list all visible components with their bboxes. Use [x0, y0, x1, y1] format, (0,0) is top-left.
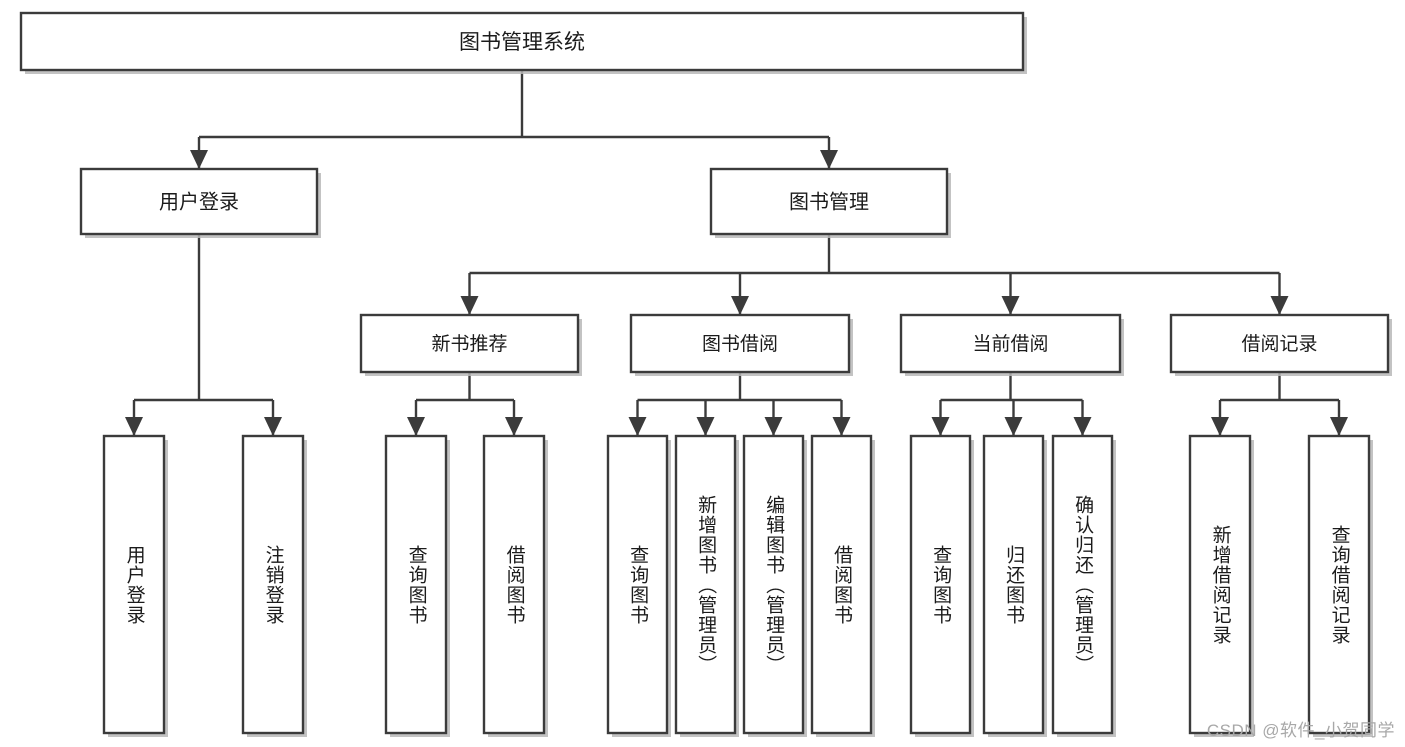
node-leaf-query-book-rec[interactable]	[384, 434, 450, 737]
node-user-login-label: 用户登录	[159, 191, 239, 214]
node-root[interactable]	[19, 11, 1027, 74]
node-root-label: 图书管理系统	[459, 31, 585, 54]
arrow-to-leaf-user-logout	[264, 417, 282, 436]
arrow-to-leaf-user-login	[125, 417, 143, 436]
node-book-borrow-label: 图书借阅	[702, 333, 778, 355]
box-outline	[384, 434, 448, 735]
box-outline	[241, 434, 305, 735]
node-leaf-query-borrow-record[interactable]	[1307, 434, 1373, 737]
box-outline	[742, 434, 805, 735]
arrow-to-leaf-confirm-return-admin	[1073, 417, 1092, 436]
box-outline	[1051, 434, 1114, 735]
arrow-to-leaf-edit-book-admin	[764, 417, 783, 436]
arrow-to-leaf-borrow-book	[832, 417, 851, 436]
box-outline	[19, 11, 1025, 72]
arrow-to-leaf-add-borrow-record	[1211, 417, 1229, 436]
box-outline	[1169, 313, 1390, 374]
box-outline	[1307, 434, 1371, 735]
arrow-to-book-manage	[820, 150, 838, 169]
node-leaf-confirm-return-admin[interactable]	[1051, 434, 1116, 737]
node-current-borrow-label: 当前借阅	[972, 333, 1048, 355]
box-outline	[482, 434, 546, 735]
watermark-text: CSDN @软件_小贺同学	[1206, 721, 1395, 740]
arrow-to-borrow-record	[1270, 296, 1289, 315]
arrow-to-leaf-query-book-borrow	[628, 417, 647, 436]
arrow-to-current-borrow	[1001, 296, 1020, 315]
node-leaf-return-book[interactable]	[982, 434, 1047, 737]
arrow-to-leaf-query-borrow-record	[1330, 417, 1348, 436]
node-user-login[interactable]	[79, 167, 321, 238]
box-outline	[359, 313, 580, 374]
node-leaf-user-login[interactable]	[102, 434, 168, 737]
node-leaf-add-borrow-record[interactable]	[1188, 434, 1254, 737]
node-current-borrow[interactable]	[899, 313, 1124, 376]
box-outline	[899, 313, 1122, 374]
node-borrow-record-label: 借阅记录	[1241, 333, 1317, 355]
node-book-borrow[interactable]	[629, 313, 853, 376]
box-outline	[79, 167, 319, 236]
node-leaf-query-book-borrow[interactable]	[606, 434, 671, 737]
box-outline	[674, 434, 737, 735]
arrow-to-book-borrow	[731, 296, 749, 315]
arrow-to-leaf-borrow-book-rec	[505, 417, 523, 436]
node-leaf-user-logout[interactable]	[241, 434, 307, 737]
node-new-book-recommend[interactable]	[359, 313, 582, 376]
arrow-to-new-book-recommend	[460, 296, 479, 315]
arrow-to-user-login	[190, 150, 208, 169]
node-book-manage-label: 图书管理	[789, 191, 869, 214]
box-outline	[709, 167, 949, 236]
arrow-to-leaf-return-book	[1004, 417, 1023, 436]
box-outline	[606, 434, 669, 735]
box-outline	[909, 434, 972, 735]
node-leaf-query-book-current[interactable]	[909, 434, 974, 737]
box-outline	[810, 434, 873, 735]
node-leaf-edit-book-admin[interactable]	[742, 434, 807, 737]
arrow-to-leaf-query-book-rec	[407, 417, 425, 436]
node-borrow-record[interactable]	[1169, 313, 1392, 376]
node-book-manage[interactable]	[709, 167, 951, 238]
box-outline	[629, 313, 851, 374]
boxes-layer	[19, 11, 1392, 737]
node-leaf-borrow-book-rec[interactable]	[482, 434, 548, 737]
box-outline	[102, 434, 166, 735]
connectors-layer	[125, 70, 1348, 436]
node-new-book-recommend-label: 新书推荐	[431, 333, 507, 355]
box-outline	[982, 434, 1045, 735]
node-leaf-add-book-admin[interactable]	[674, 434, 739, 737]
arrow-to-leaf-query-book-current	[931, 417, 950, 436]
arrow-to-leaf-add-book-admin	[696, 417, 715, 436]
node-leaf-borrow-book[interactable]	[810, 434, 875, 737]
box-outline	[1188, 434, 1252, 735]
